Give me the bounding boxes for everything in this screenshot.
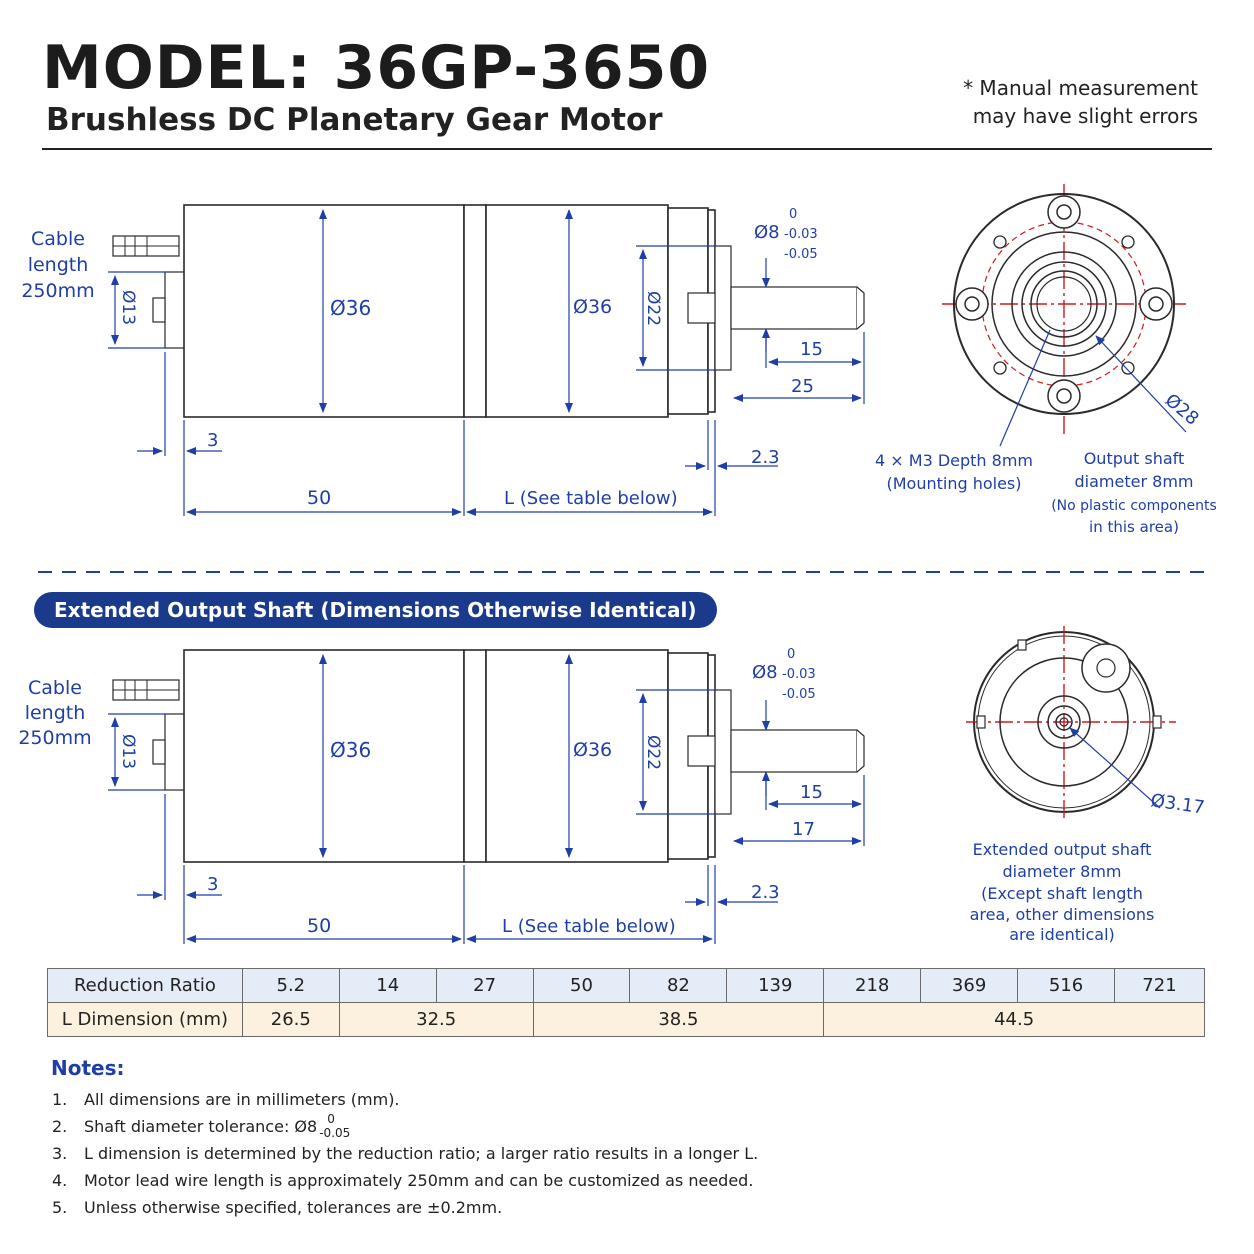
table-row-l-dimension: L Dimension (mm) 26.5 32.5 38.5 44.5 [47, 1002, 1205, 1037]
dim-body-diameter: Ø36 [330, 296, 371, 320]
table-row-ratio: Reduction Ratio 5.2 14 27 50 82 139 218 … [47, 968, 1206, 1003]
svg-text:-0.05: -0.05 [782, 687, 816, 702]
svg-text:Ø36: Ø36 [330, 738, 371, 762]
svg-text:Ø8: Ø8 [752, 662, 778, 683]
cable-length-label: Cable [31, 228, 85, 250]
svg-text:3: 3 [207, 874, 218, 895]
table-cell: 38.5 [532, 1002, 825, 1037]
svg-text:-0.03: -0.03 [782, 667, 816, 682]
svg-text:length: length [25, 702, 86, 724]
dim-l-label: L (See table below) [504, 488, 678, 509]
svg-text:diameter 8mm: diameter 8mm [1075, 472, 1194, 491]
header-divider [42, 148, 1212, 150]
output-shaft [730, 286, 858, 330]
svg-text:0: 0 [787, 647, 795, 662]
tolerance-stack: 0-0.05 [319, 1112, 351, 1140]
svg-text:Ø36: Ø36 [573, 739, 612, 761]
svg-text:L (See table below): L (See table below) [502, 916, 676, 937]
measurement-note-line2: may have slight errors [972, 104, 1198, 128]
extended-shaft-note: Extended output shaft [973, 840, 1152, 859]
table-cell: 369 [920, 968, 1019, 1003]
svg-text:2.3: 2.3 [751, 447, 780, 468]
svg-text:17: 17 [792, 819, 815, 840]
extended-shaft-badge: Extended Output Shaft (Dimensions Otherw… [34, 592, 717, 628]
top-side-view: Ø36 Ø36 Ø13 Ø22 Ø8 0 -0.03 -0.05 15 25 3 [21, 204, 865, 516]
table-cell: 32.5 [338, 1002, 534, 1037]
table-cell: 218 [823, 968, 922, 1003]
dim-shaft-diameter: Ø8 [754, 222, 780, 243]
dim-small-diameter: Ø3.17 [1149, 790, 1206, 818]
svg-text:50: 50 [307, 915, 331, 937]
svg-text:(Except shaft length: (Except shaft length [981, 884, 1143, 903]
svg-text:are identical): are identical) [1009, 925, 1115, 944]
motor-body [183, 204, 465, 418]
svg-text:15: 15 [800, 782, 823, 803]
measurement-note-line1: * Manual measurement [963, 76, 1198, 100]
bottom-end-view: Ø3.17 Extended output shaft diameter 8mm… [966, 626, 1206, 944]
table-cell: 50 [532, 968, 631, 1003]
measurement-note: * Manual measurement may have slight err… [963, 74, 1198, 130]
technical-drawings: Ø36 Ø36 Ø13 Ø22 Ø8 0 -0.03 -0.05 15 25 3 [18, 184, 1217, 944]
table-header-ratio: Reduction Ratio [47, 968, 243, 1003]
mounting-holes [955, 195, 1173, 413]
svg-text:250mm: 250mm [21, 280, 94, 302]
svg-text:0: 0 [789, 207, 797, 222]
table-cell: 14 [338, 968, 437, 1003]
list-item: 5.Unless otherwise specified, tolerances… [52, 1198, 503, 1217]
svg-text:in this area): in this area) [1089, 518, 1179, 536]
page-title: MODEL: 36GP-3650 [42, 33, 711, 103]
top-end-view: Ø28 4 × M3 Depth 8mm (Mounting holes) Ou… [875, 184, 1217, 536]
svg-text:(No plastic components: (No plastic components [1051, 498, 1217, 514]
svg-text:length: length [28, 254, 89, 276]
ratio-table: Reduction Ratio 5.2 14 27 50 82 139 218 … [47, 968, 1206, 1037]
svg-text:25: 25 [791, 376, 814, 397]
svg-text:250mm: 250mm [18, 727, 91, 749]
dim-gearbox-diameter: Ø36 [573, 296, 612, 318]
table-cell: 721 [1113, 968, 1206, 1003]
svg-text:(Mounting holes): (Mounting holes) [886, 474, 1021, 493]
dim-pitch-diameter: Ø28 [1161, 390, 1203, 430]
table-header-l: L Dimension (mm) [47, 1002, 243, 1037]
table-cell: 26.5 [241, 1002, 340, 1037]
table-cell: 44.5 [823, 1002, 1205, 1037]
svg-text:Cable: Cable [28, 677, 82, 699]
dim-cap-diameter: Ø13 [118, 290, 138, 325]
table-cell: 516 [1017, 968, 1115, 1003]
svg-text:-0.05: -0.05 [784, 247, 818, 262]
notes-heading: Notes: [51, 1056, 125, 1080]
svg-text:50: 50 [307, 487, 331, 509]
extended-output-shaft [730, 729, 858, 773]
output-shaft-note: Output shaft [1084, 449, 1185, 468]
notes-list: 1.All dimensions are in millimeters (mm)… [52, 1086, 1052, 1221]
svg-text:Ø22: Ø22 [643, 735, 663, 770]
table-cell: 27 [435, 968, 534, 1003]
table-cell: 139 [726, 968, 825, 1003]
dim-boss-diameter: Ø22 [643, 291, 663, 326]
svg-text:3: 3 [207, 430, 218, 451]
table-cell: 5.2 [241, 968, 340, 1003]
bottom-side-view: Ø36 Ø36 Ø13 Ø22 Ø8 0 -0.03 -0.05 15 17 3… [18, 647, 865, 944]
table-cell: 82 [629, 968, 728, 1003]
svg-text:-0.03: -0.03 [784, 227, 818, 242]
list-item: 3.L dimension is determined by the reduc… [52, 1144, 759, 1163]
svg-text:area, other dimensions: area, other dimensions [970, 905, 1155, 924]
svg-text:15: 15 [800, 339, 823, 360]
mounting-holes-label: 4 × M3 Depth 8mm [875, 451, 1033, 470]
svg-text:Ø13: Ø13 [118, 734, 138, 769]
page-subtitle: Brushless DC Planetary Gear Motor [46, 102, 663, 138]
svg-text:diameter 8mm: diameter 8mm [1003, 862, 1122, 881]
list-item: 1.All dimensions are in millimeters (mm)… [52, 1090, 400, 1109]
list-item: 4.Motor lead wire length is approximatel… [52, 1171, 754, 1190]
svg-text:2.3: 2.3 [751, 882, 780, 903]
end-cap [164, 271, 186, 349]
